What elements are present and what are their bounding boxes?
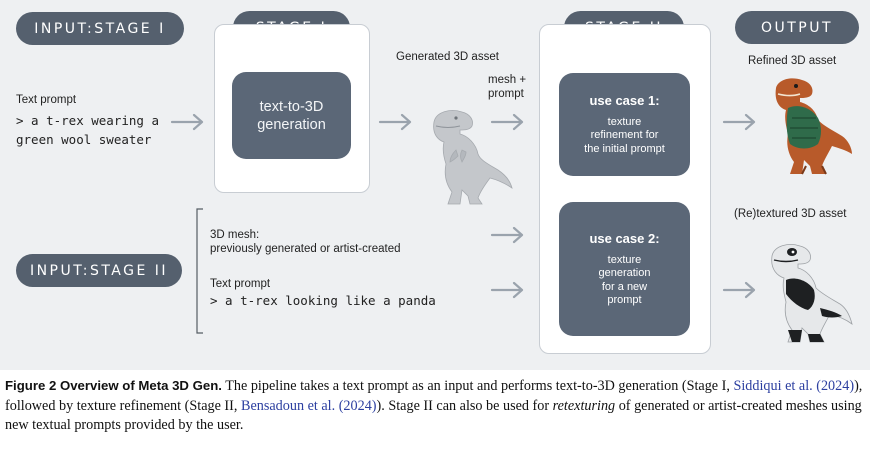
uc1-line3: the initial prompt — [584, 142, 665, 155]
uc1-title: use case 1: — [589, 92, 660, 108]
retextured-asset-label: (Re)textured 3D asset — [734, 208, 847, 220]
box-line-2: generation — [257, 116, 326, 133]
use-case-1-box: use case 1: texture refinement for the i… — [559, 73, 690, 176]
caption-part-3: ). Stage II can also be used for — [376, 397, 553, 414]
text-prompt-label-2: Text prompt — [210, 278, 271, 290]
input-2-bracket — [196, 208, 203, 334]
box-line-1: text-to-3D — [259, 98, 324, 115]
grey-trex-mesh — [433, 110, 513, 205]
caption-part-1: The pipeline takes a text prompt as an i… — [221, 378, 734, 394]
text-prompt-label-1: Text prompt — [16, 94, 77, 106]
refined-asset-label: Refined 3D asset — [748, 55, 837, 67]
right-arrow-icon — [490, 113, 524, 131]
uc2-line4: prompt — [607, 294, 642, 306]
panda-prompt: > a t-rex looking like a panda — [210, 293, 436, 308]
use-case-2-box: use case 2: texture generation for a new… — [559, 202, 690, 336]
right-arrow-icon — [378, 113, 412, 131]
uc1-line1: texture — [607, 115, 642, 128]
panda-trex-render — [771, 244, 853, 343]
caption-retexturing: retexturing — [552, 397, 616, 414]
mesh-label: 3D mesh: — [210, 229, 260, 241]
mesh-prompt-line-1: mesh + — [488, 74, 527, 86]
figure-label: Figure 2 Overview of Meta 3D Gen. — [5, 378, 222, 393]
right-arrow-icon — [490, 281, 524, 299]
mesh-description: previously generated or artist-created — [210, 243, 401, 255]
diagram-panel — [0, 0, 870, 370]
citation-siddiqui[interactable]: Siddiqui et al. (2024) — [733, 378, 855, 394]
right-arrow-icon — [722, 113, 756, 131]
generated-asset-label: Generated 3D asset — [396, 51, 499, 63]
uc2-line3: for a new — [601, 280, 648, 293]
mesh-prompt-line-2: prompt — [488, 88, 524, 100]
right-arrow-icon — [490, 226, 524, 244]
uc1-line2: refinement for — [590, 129, 659, 142]
pill-input-stage-1: INPUT:STAGE I — [16, 12, 184, 45]
text-to-3d-box: text-to-3D generation — [232, 72, 351, 159]
right-arrow-icon — [170, 113, 204, 131]
prompt-line-1: > a t-rex wearing a — [16, 113, 159, 128]
citation-bensadoun[interactable]: Bensadoun et al. (2024) — [240, 397, 377, 414]
uc2-title: use case 2: — [589, 230, 660, 246]
caption-part-4: of generated or artist-created meshes us… — [5, 397, 862, 434]
right-arrow-icon — [722, 281, 756, 299]
pill-output: OUTPUT — [735, 11, 859, 44]
sweater-trex-render — [775, 78, 852, 175]
caption-part-2: ), followed by texture refinement (Stage… — [5, 378, 863, 414]
figure-caption: Figure 2 Overview of Meta 3D Gen. The pi… — [5, 376, 867, 436]
prompt-line-2: green wool sweater — [16, 132, 152, 147]
uc2-line2: generation — [598, 267, 651, 279]
pill-input-stage-2: INPUT:STAGE II — [16, 254, 182, 287]
uc2-line1: texture — [607, 253, 642, 266]
